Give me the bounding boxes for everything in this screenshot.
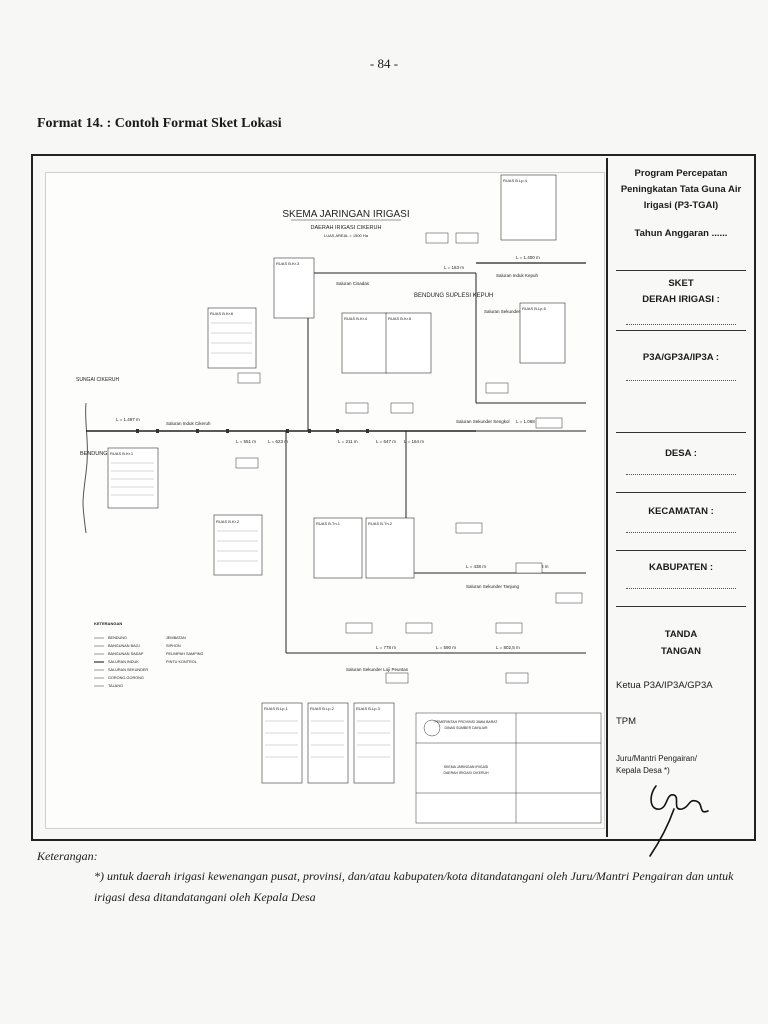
tangan-label: TANGAN bbox=[661, 646, 701, 657]
juru-label-line1: Juru/Mantri Pengairan/ bbox=[616, 754, 697, 763]
title-block-text: SKEMA JARINGAN IRIGASI bbox=[444, 765, 489, 769]
ruas-label: RUAS B.Lp.5 bbox=[522, 306, 547, 311]
kabupaten-field bbox=[626, 588, 736, 589]
length-label: L = 1.400 m bbox=[516, 255, 540, 260]
ruas-label: RUAS B.Kr.3 bbox=[276, 261, 300, 266]
legend-item: BANGUNAN BAGI bbox=[108, 644, 140, 648]
tahun-anggaran: Tahun Anggaran ...... bbox=[634, 228, 728, 239]
derah-irigasi-field bbox=[626, 324, 736, 325]
page-number: - 84 - bbox=[369, 56, 399, 71]
river-line bbox=[82, 402, 88, 534]
length-label: L = 164 m bbox=[404, 439, 424, 444]
length-label: L = 647 m bbox=[376, 439, 396, 444]
scheme-area: LUAS AREAL = 1500 Ha bbox=[324, 233, 369, 238]
ruas-label: RUAS B.Lp.1 bbox=[264, 706, 289, 711]
note-text: *) untuk daerah irigasi kewenangan pusat… bbox=[94, 869, 734, 904]
kabupaten-label: KABUPATEN : bbox=[648, 562, 714, 573]
river-label: SUNGAI CIKERUH bbox=[76, 377, 119, 383]
ruas-label: RUAS B.Kr.5 bbox=[388, 316, 412, 321]
length-label: L = 211 m bbox=[338, 439, 358, 444]
ketua-label: Ketua P3A/IP3A/GP3A bbox=[616, 680, 713, 691]
legend-item: PELIMPAH SAMPING bbox=[166, 652, 204, 656]
legend-item: BANGUNAN SADAP bbox=[108, 652, 144, 656]
ruas-label: RUAS B.Kr.2 bbox=[216, 519, 240, 524]
legend-title: KETERANGAN bbox=[94, 621, 122, 626]
scheme-subtitle: DAERAH IRIGASI CIKERUH bbox=[311, 225, 382, 231]
canal-label: Saluran Induk Kepuh bbox=[496, 273, 539, 278]
signature-graphic bbox=[649, 785, 709, 857]
length-label: L = 438 m bbox=[466, 564, 486, 569]
legend-item: JEMBATAN bbox=[166, 636, 186, 640]
desa-field bbox=[626, 474, 736, 475]
legend-item: SALURAN INDUK bbox=[108, 660, 139, 664]
side-panel: Program Percepatan Peningkatan Tata Guna… bbox=[608, 156, 754, 857]
irrigation-scheme-diagram: SKEMA JARINGAN IRIGASI DAERAH IRIGASI CI… bbox=[76, 174, 602, 824]
canal-label: Saluran Sekunder Kasanda bbox=[484, 309, 540, 314]
desa-label: DESA : bbox=[665, 448, 697, 459]
ruas-label: RUAS B.Lp.3 bbox=[356, 706, 381, 711]
tpm-label: TPM bbox=[616, 716, 637, 727]
length-label: L = 551 m bbox=[236, 439, 256, 444]
legend-item: TALANG bbox=[108, 684, 123, 688]
legend-item: SIPHON bbox=[166, 644, 181, 648]
sketch-frame: SKEMA JARINGAN IRIGASI DAERAH IRIGASI CI… bbox=[31, 154, 756, 857]
legend-item: GORONG-GORONG bbox=[108, 676, 144, 680]
supplement-weir-label: BENDUNG SUPLESI KEPUH bbox=[414, 293, 493, 299]
derah-irigasi-label: DERAH IRIGASI : bbox=[642, 294, 720, 305]
irrigation-map-area: SKEMA JARINGAN IRIGASI DAERAH IRIGASI CI… bbox=[35, 158, 608, 837]
scheme-title: SKEMA JARINGAN IRIGASI bbox=[282, 209, 409, 220]
length-label: L = 802,5 m bbox=[496, 645, 520, 650]
program-title: Program Percepatan Peningkatan Tata Guna… bbox=[620, 168, 742, 211]
legend-item: PINTU KONTROL bbox=[166, 660, 197, 664]
title-block-text: DAERAH IRIGASI CIKERUH bbox=[443, 771, 489, 775]
legend-item: BENDUNG bbox=[108, 636, 127, 640]
juru-label-line2: Kepala Desa *) bbox=[616, 766, 670, 775]
ruas-label: RUAS B.Kr.6 bbox=[210, 311, 234, 316]
length-label: L = 778 m bbox=[376, 645, 396, 650]
length-label: L = 1.497 m bbox=[116, 417, 140, 422]
ruas-label: RUAS B.Kr.4 bbox=[344, 316, 368, 321]
legend-item: SALURAN SEKUNDER bbox=[108, 668, 148, 672]
kecamatan-label: KECAMATAN : bbox=[648, 506, 714, 517]
main-weir-label: BENDUNG CIKERUH bbox=[80, 451, 134, 457]
format-title: Format 14. : Contoh Format Sket Lokasi bbox=[37, 116, 282, 131]
canal-label: Saluran Sekunder Sengkol bbox=[456, 419, 510, 424]
ruas-label: RUAS B.Kr.1 bbox=[110, 451, 134, 456]
legend-list: BENDUNG BANGUNAN BAGI BANGUNAN SADAP SAL… bbox=[108, 636, 204, 688]
kecamatan-field bbox=[626, 532, 736, 533]
ruas-label: RUAS B.Tn.1 bbox=[316, 521, 341, 526]
length-label: L = 163 m bbox=[444, 265, 464, 270]
main-canal-label: Saluran Induk Cikeruh bbox=[166, 421, 211, 426]
ruas-label: RUAS B.Tn.2 bbox=[368, 521, 393, 526]
canal-label: Saluran Sekunder Tanjung bbox=[466, 584, 519, 589]
length-label: L = 1.068 m bbox=[516, 419, 540, 424]
length-label: L = 623 m bbox=[268, 439, 288, 444]
title-block-text: PEMERINTAH PROVINSI JAWA BARAT bbox=[434, 720, 498, 724]
note-label: Keterangan: bbox=[37, 849, 98, 863]
p3a-field bbox=[626, 380, 736, 381]
tanda-label: TANDA bbox=[664, 629, 698, 640]
canal-label: Saluran Cisadas bbox=[336, 281, 370, 286]
ruas-label: RUAS B.Lp.4 bbox=[503, 178, 528, 183]
ruas-label: RUAS B.Lp.2 bbox=[310, 706, 335, 711]
canal-label: Saluran Sekunder Loji Peuntas bbox=[346, 667, 409, 672]
sket-label: SKET bbox=[668, 278, 694, 289]
title-block-text: DINAS SUMBER DAYA AIR bbox=[444, 726, 488, 730]
p3a-label: P3A/GP3A/IP3A : bbox=[642, 352, 720, 363]
length-label: L = 590 m bbox=[436, 645, 456, 650]
irrigation-scheme-sheet: SKEMA JARINGAN IRIGASI DAERAH IRIGASI CI… bbox=[45, 172, 605, 829]
